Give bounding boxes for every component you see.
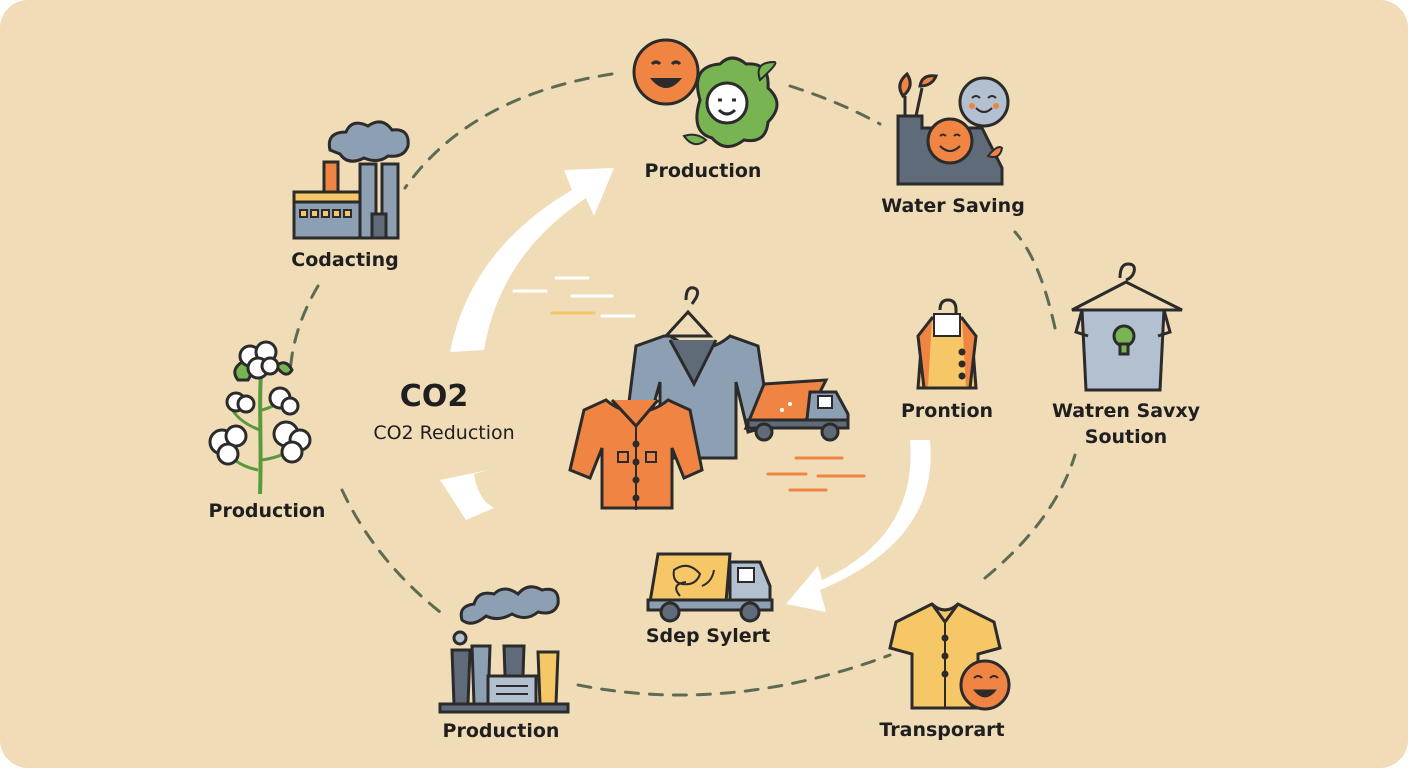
water-saving-machine-icon xyxy=(896,71,1010,186)
clothing-icon xyxy=(568,286,772,510)
apron-icon xyxy=(916,298,978,390)
factory-chimneys-icon xyxy=(438,585,570,714)
right-arrow-icon xyxy=(786,440,931,612)
label-sdep-sylert: Sdep Sylert xyxy=(645,625,771,647)
dashed-cycle xyxy=(288,72,1077,697)
label-right-line2: Soution xyxy=(1084,426,1168,448)
label-left-production: Production xyxy=(208,500,326,522)
label-transport: Transporart xyxy=(879,719,1005,741)
label-top-center: Production xyxy=(644,160,762,182)
hanger-shirt-icon xyxy=(1071,262,1183,392)
white-arrows xyxy=(440,168,931,612)
speed-lines xyxy=(512,276,866,492)
lower-arrow-icon xyxy=(440,470,494,520)
co2-title: CO2 xyxy=(399,379,469,414)
cotton-plant-icon xyxy=(208,340,312,495)
label-bottom-production: Production xyxy=(442,720,560,742)
yellow-shirt-icon xyxy=(888,602,1011,711)
upper-arrow-icon xyxy=(450,168,614,352)
delivery-truck-icon-2 xyxy=(646,552,774,623)
smiling-cotton-ball-icon xyxy=(632,38,779,148)
label-water-saving: Water Saving xyxy=(881,195,1025,217)
label-right-solution: Watren Savxy Soution xyxy=(1046,398,1206,450)
label-codacting: Codacting xyxy=(291,249,399,271)
co2-subtitle: CO2 Reduction xyxy=(373,422,515,444)
label-right-line1: Watren Savxy xyxy=(1051,400,1201,422)
delivery-truck-icon xyxy=(743,378,850,442)
label-prontion: Prontion xyxy=(900,400,994,422)
factory-icon xyxy=(292,120,410,240)
